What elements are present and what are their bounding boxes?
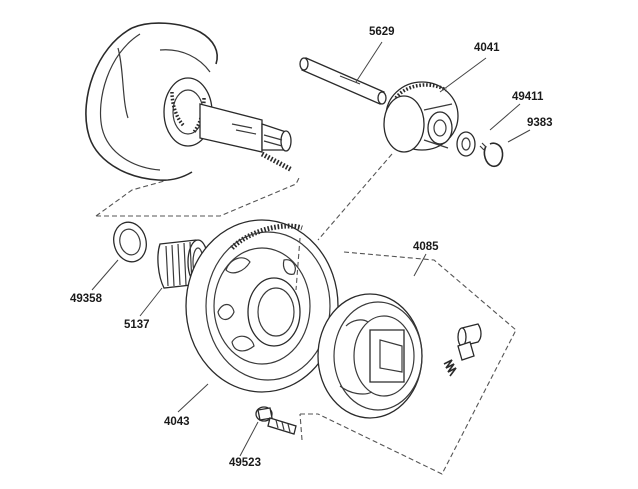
label-5629: 5629 bbox=[369, 26, 395, 38]
part-49411-washer bbox=[456, 131, 476, 157]
part-5629-shaft bbox=[299, 57, 387, 105]
engine-case-crankshaft bbox=[85, 22, 294, 181]
label-4041: 4041 bbox=[474, 42, 500, 54]
label-4085: 4085 bbox=[413, 241, 439, 253]
label-5137: 5137 bbox=[124, 319, 150, 331]
label-9383: 9383 bbox=[527, 117, 553, 129]
assembly-guide-line bbox=[95, 175, 301, 217]
clutch-assembly-box bbox=[317, 251, 517, 475]
part-4085-clutch-assembly bbox=[317, 293, 482, 419]
label-49411: 49411 bbox=[512, 91, 544, 103]
part-9383-circlip bbox=[479, 142, 504, 168]
part-49523-bolt bbox=[255, 406, 297, 435]
part-4043-starter-gear bbox=[185, 219, 339, 393]
center-axis-line bbox=[295, 153, 393, 291]
part-49358-washer bbox=[113, 221, 147, 263]
leader-lines bbox=[91, 41, 531, 457]
label-49358: 49358 bbox=[70, 293, 103, 305]
label-49523: 49523 bbox=[229, 457, 261, 469]
part-4041-gear bbox=[383, 81, 459, 153]
bolt-guide-line bbox=[299, 413, 318, 441]
label-4043: 4043 bbox=[164, 416, 190, 428]
